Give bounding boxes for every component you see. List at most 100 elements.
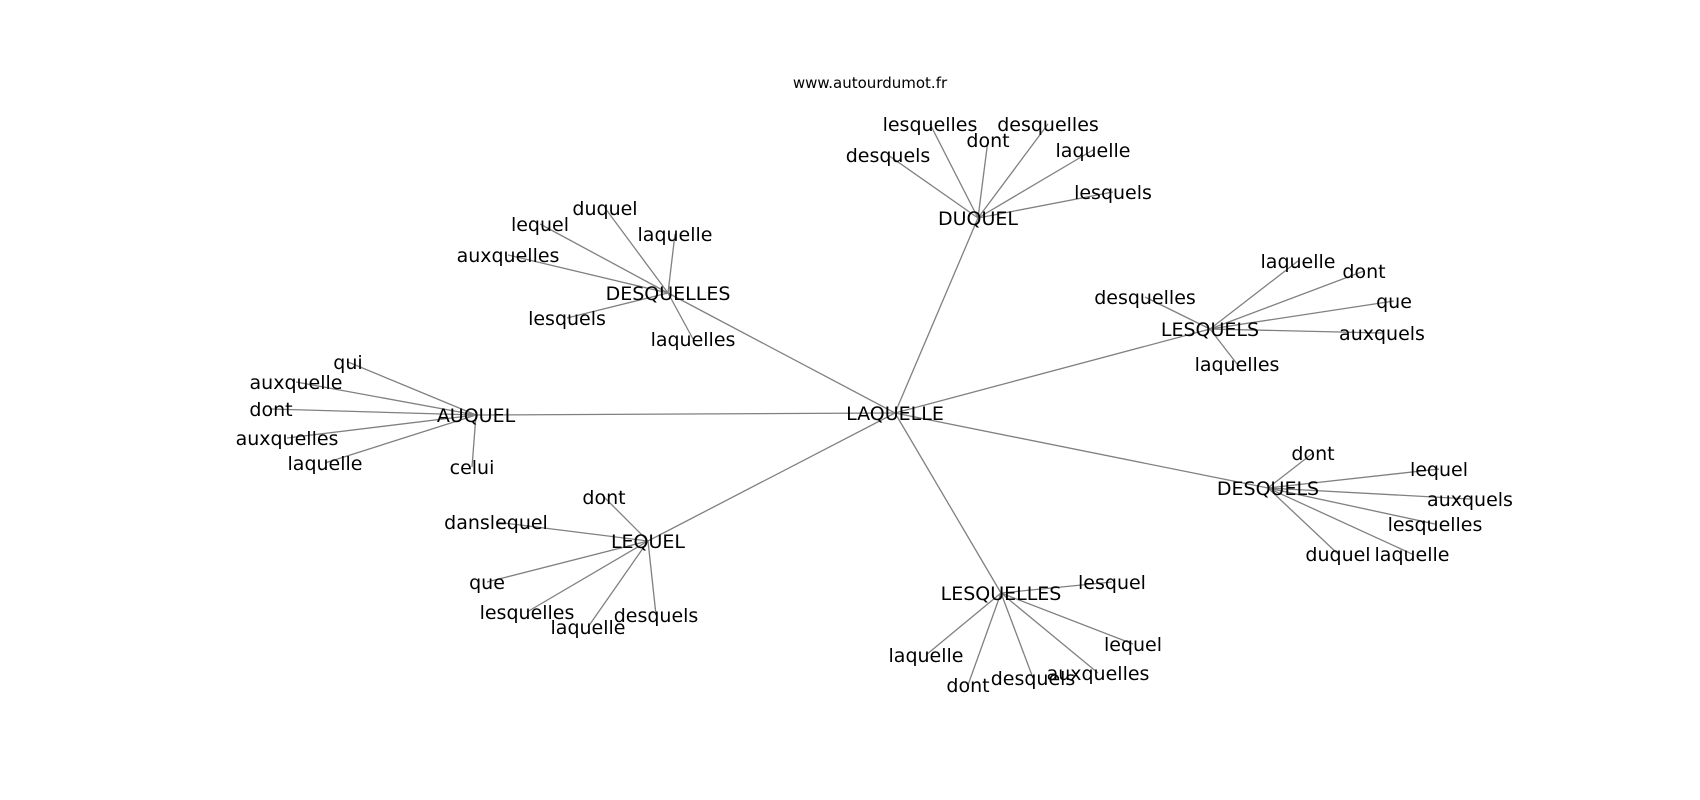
edge-hub-leaf — [1209, 328, 1383, 334]
leaf-node-label: laquelle — [1261, 251, 1336, 273]
edge-hub-leaf — [603, 496, 649, 542]
leaf-node-label: lesquelles — [1388, 514, 1483, 536]
leaf-node-label: desquels — [991, 668, 1076, 690]
leaf-node-label: que — [469, 572, 505, 594]
leaf-node-label: lesquels — [528, 308, 606, 330]
edge-hub-leaf — [471, 414, 477, 468]
leaf-node-label: celui — [450, 457, 495, 479]
edge-hub-leaf — [507, 254, 669, 294]
leaf-node-label: auxquelles — [236, 428, 339, 450]
leaf-node-label: dont — [582, 487, 625, 509]
edge-hub-leaf — [1267, 487, 1436, 525]
leaf-node-label: lequel — [1410, 459, 1468, 481]
edge-hub-leaf — [1267, 468, 1440, 489]
graph-labels: LAQUELLEDUQUELlesquellesdontdesquellesla… — [236, 114, 1513, 697]
edge-hub-leaf — [1209, 270, 1365, 330]
hub-node-label: LESQUELLES — [941, 583, 1062, 605]
leaf-node-label: auxquels — [1339, 323, 1425, 345]
leaf-node-label: laquelle — [1056, 140, 1131, 162]
leaf-node-label: dont — [946, 675, 989, 697]
leaf-node-label: dont — [249, 399, 292, 421]
credit-text: www.autourdumot.fr — [793, 74, 948, 92]
leaf-node-label: lesquelles — [480, 602, 575, 624]
edge-hub-leaf — [286, 414, 477, 439]
leaf-node-label: dont — [1342, 261, 1385, 283]
leaf-node-label: desquels — [846, 145, 931, 167]
edge-center-hub — [894, 328, 1211, 414]
leaf-node-label: danslequel — [444, 512, 548, 534]
edge-hub-leaf — [977, 191, 1114, 219]
hub-node-label: DESQUELLES — [606, 283, 731, 305]
edge-center-hub — [894, 217, 979, 414]
edge-hub-leaf — [1267, 487, 1339, 555]
leaf-node-label: lesquelles — [883, 114, 978, 136]
graph-edges — [270, 123, 1471, 686]
edge-hub-leaf — [1209, 328, 1238, 365]
edge-hub-leaf — [667, 233, 676, 294]
edge-center-hub — [647, 412, 896, 542]
leaf-node-label: laquelle — [1375, 544, 1450, 566]
leaf-node-label: lesquel — [1078, 572, 1146, 594]
hub-node-label: DUQUEL — [938, 208, 1018, 230]
leaf-node-label: desquelles — [997, 114, 1099, 136]
edge-hub-leaf — [1209, 300, 1395, 330]
edge-center-hub — [894, 412, 1269, 489]
leaf-node-label: lesquels — [1074, 182, 1152, 204]
leaf-node-label: lequel — [511, 214, 569, 236]
edge-hub-leaf — [977, 123, 1049, 219]
hub-node-label: DESQUELS — [1217, 478, 1319, 500]
edge-hub-leaf — [495, 521, 649, 542]
edge-hub-leaf — [1000, 592, 1099, 674]
leaf-node-label: duquel — [1305, 544, 1370, 566]
leaf-node-label: laquelle — [551, 617, 626, 639]
edge-center-hub — [475, 412, 896, 416]
leaf-node-label: auxquelle — [250, 372, 343, 394]
leaf-node-label: dont — [1291, 443, 1334, 465]
edge-hub-leaf — [929, 123, 979, 219]
edge-hub-leaf — [977, 139, 989, 219]
hub-node-label: LEQUEL — [611, 531, 685, 553]
leaf-node-label: laquelle — [288, 453, 363, 475]
edge-hub-leaf — [566, 292, 669, 319]
leaf-node-label: laquelles — [651, 329, 736, 351]
leaf-node-label: laquelle — [638, 224, 713, 246]
edge-hub-leaf — [887, 154, 979, 219]
leaf-node-label: desquels — [614, 605, 699, 627]
edge-hub-leaf — [324, 414, 477, 464]
edge-hub-leaf — [1267, 487, 1413, 555]
leaf-node-label: dont — [966, 130, 1009, 152]
edge-hub-leaf — [1000, 581, 1113, 594]
edge-hub-leaf — [967, 592, 1002, 686]
edge-hub-leaf — [1267, 487, 1471, 500]
leaf-node-label: desquelles — [1094, 287, 1196, 309]
edge-hub-leaf — [1267, 452, 1314, 489]
edge-hub-leaf — [604, 207, 669, 294]
edge-center-hub — [667, 292, 896, 414]
edge-hub-leaf — [1000, 592, 1034, 679]
edge-hub-leaf — [1209, 260, 1299, 330]
edge-hub-leaf — [295, 381, 477, 416]
edge-hub-leaf — [587, 540, 649, 628]
edge-hub-leaf — [539, 223, 669, 294]
hub-node-label: AUQUEL — [437, 405, 516, 427]
leaf-node-label: laquelle — [889, 645, 964, 667]
edge-hub-leaf — [270, 408, 477, 416]
edge-center-hub — [894, 412, 1002, 594]
edge-hub-leaf — [486, 540, 649, 583]
edge-hub-leaf — [647, 540, 657, 616]
center-node-label: LAQUELLE — [846, 403, 944, 425]
edge-hub-leaf — [526, 540, 649, 613]
edge-hub-leaf — [1000, 592, 1134, 645]
leaf-node-label: lequel — [1104, 634, 1162, 656]
edge-hub-leaf — [977, 149, 1094, 219]
hub-node-label: LESQUELS — [1161, 319, 1259, 341]
leaf-node-label: qui — [333, 352, 362, 374]
edge-hub-leaf — [347, 361, 477, 416]
leaf-node-label: auxquels — [1427, 489, 1513, 511]
edge-hub-leaf — [667, 292, 694, 340]
edge-hub-leaf — [925, 592, 1002, 656]
leaf-node-label: auxquelles — [1047, 663, 1150, 685]
leaf-node-label: que — [1376, 291, 1412, 313]
leaf-node-label: laquelles — [1195, 354, 1280, 376]
